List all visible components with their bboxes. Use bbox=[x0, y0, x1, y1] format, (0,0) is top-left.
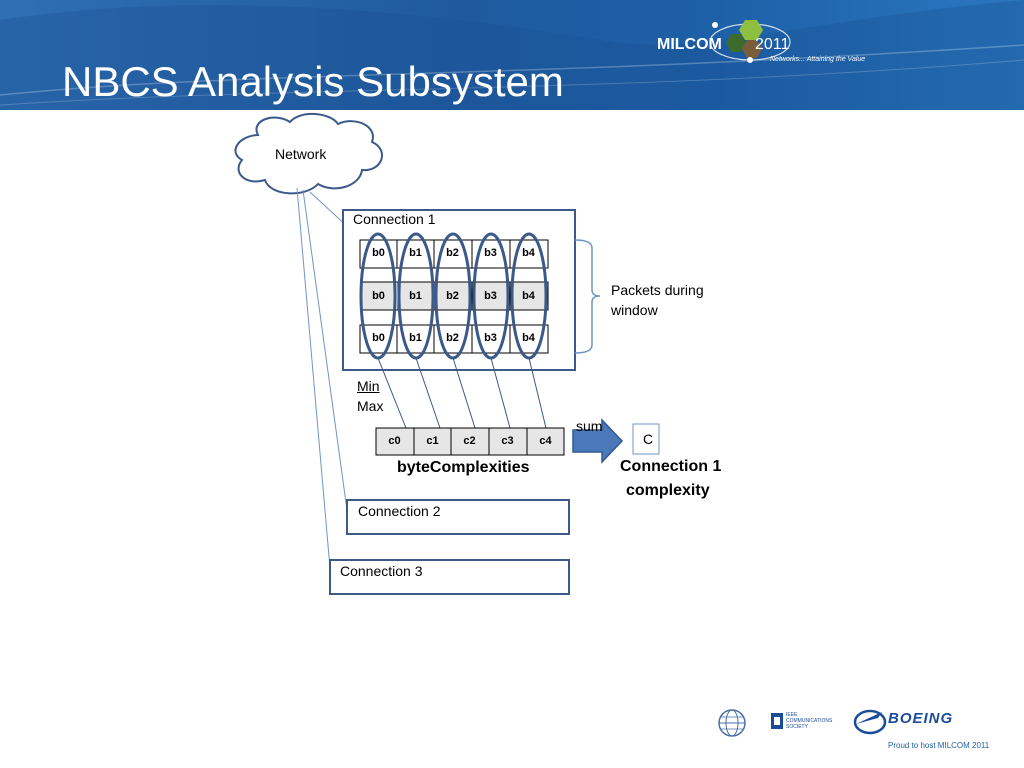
globe-logo-icon bbox=[718, 709, 746, 737]
link-c4 bbox=[528, 357, 547, 429]
ieee-text: IEEE COMMUNICATIONS SOCIETY bbox=[786, 712, 833, 730]
connection2-box bbox=[346, 499, 570, 535]
link-c2 bbox=[452, 357, 476, 429]
link-connection3 bbox=[296, 187, 331, 569]
milcom-logo-icon bbox=[709, 20, 791, 63]
packet-row-2 bbox=[361, 281, 549, 311]
result-box bbox=[632, 423, 660, 455]
complexity-cell: c4 bbox=[539, 435, 552, 447]
packet-cell: b1 bbox=[409, 247, 422, 259]
result-label: C bbox=[643, 431, 654, 447]
connection3-box bbox=[329, 559, 570, 595]
connection-complexity-line2: complexity bbox=[626, 482, 710, 499]
max-label: Max bbox=[357, 398, 384, 414]
packet-cell: b1 bbox=[409, 332, 422, 344]
packet-cell: b4 bbox=[522, 290, 535, 302]
milcom-word: MILCOM bbox=[657, 36, 722, 53]
link-c1 bbox=[415, 357, 441, 429]
packet-cell: b4 bbox=[522, 247, 535, 259]
connection2-label: Connection 2 bbox=[358, 503, 441, 519]
packet-cell: b0 bbox=[372, 290, 385, 302]
link-connection2 bbox=[302, 189, 348, 511]
network-label: Network bbox=[275, 146, 327, 162]
packet-cell: b3 bbox=[484, 290, 497, 302]
link-c3 bbox=[490, 357, 511, 429]
packet-cell: b4 bbox=[522, 332, 535, 344]
connection1-label: Connection 1 bbox=[353, 211, 436, 227]
milcom-tagline: Networks... Attaining the Value bbox=[770, 56, 866, 63]
packet-cell: b2 bbox=[446, 247, 459, 259]
boeing-wordmark: BOEING bbox=[888, 710, 954, 727]
complexity-cell: c0 bbox=[388, 435, 401, 447]
packet-cell: b0 bbox=[372, 247, 385, 259]
header-banner bbox=[0, 0, 1024, 110]
sum-label: sum bbox=[576, 418, 603, 434]
header-swoosh bbox=[0, 0, 1024, 110]
sum-arrow-icon bbox=[572, 418, 624, 464]
packets-label-line2: window bbox=[611, 302, 658, 318]
packet-cell: b0 bbox=[372, 332, 385, 344]
connection3-label: Connection 3 bbox=[340, 563, 423, 579]
milcom-year: 2011 bbox=[755, 36, 790, 53]
packets-label-line1: Packets during bbox=[611, 282, 704, 298]
byte-complexities-label: byteComplexities bbox=[397, 459, 530, 476]
connection-complexity-line1: Connection 1 bbox=[620, 458, 722, 475]
proud-to-host-text: Proud to host MILCOM 2011 bbox=[888, 741, 990, 750]
packet-cell: b2 bbox=[446, 290, 459, 302]
network-cloud-icon bbox=[234, 113, 384, 195]
packet-cell: b2 bbox=[446, 332, 459, 344]
packet-cell: b3 bbox=[484, 247, 497, 259]
complexity-cell: c3 bbox=[501, 435, 514, 447]
page-title: NBCS Analysis Subsystem bbox=[62, 58, 564, 105]
packet-cell: b1 bbox=[409, 290, 422, 302]
ieee-comsoc-icon bbox=[771, 713, 783, 729]
complexity-cell: c2 bbox=[463, 435, 476, 447]
min-label: Min bbox=[357, 378, 380, 394]
complexity-cell: c1 bbox=[426, 435, 439, 447]
packets-bracket bbox=[574, 239, 601, 354]
boeing-logo-icon bbox=[853, 709, 887, 735]
link-c0 bbox=[377, 357, 407, 429]
complexity-row bbox=[375, 427, 565, 456]
packet-cell: b3 bbox=[484, 332, 497, 344]
